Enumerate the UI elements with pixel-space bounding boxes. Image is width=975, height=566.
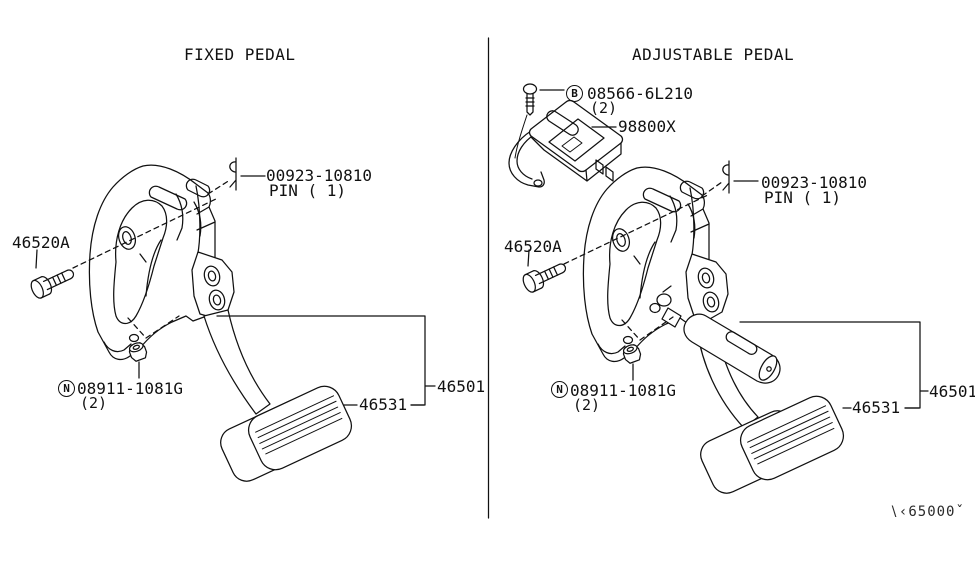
part-label-module-adjustable[interactable]: 98800X	[618, 117, 676, 136]
part-label-nut-adjustable[interactable]: 08911-1081G	[570, 381, 676, 400]
part-label-assembly-fixed[interactable]: 46501	[437, 377, 486, 396]
qty-nut-fixed: (2)	[80, 394, 108, 412]
fixed-pedal-drawing	[28, 157, 436, 482]
part-label-pad-fixed[interactable]: 46531	[359, 395, 408, 414]
part-name-pin-fixed: PIN ( 1)	[269, 181, 347, 200]
nut-prefix-circle-fixed[interactable]: N	[58, 380, 75, 397]
part-label-bolt-adjustable[interactable]: 46520A	[504, 237, 562, 256]
part-label-nut-fixed[interactable]: 08911-1081G	[77, 379, 183, 398]
part-name-pin-adjustable: PIN ( 1)	[764, 188, 842, 207]
fixed-pedal-title: FIXED PEDAL	[184, 45, 296, 64]
part-label-screw-adjustable[interactable]: 08566-6L210	[587, 84, 693, 103]
part-label-pad-adjustable[interactable]: 46531	[852, 398, 901, 417]
figure-code: ∖‹65000ˇ	[889, 504, 965, 520]
part-label-assembly-adjustable[interactable]: 46501	[929, 382, 975, 401]
screw-prefix-circle-adjustable[interactable]: B	[566, 85, 583, 102]
qty-screw-adjustable: (2)	[590, 99, 618, 117]
qty-nut-adjustable: (2)	[573, 396, 601, 414]
part-label-bolt-fixed[interactable]: 46520A	[12, 233, 70, 252]
adjustable-pedal-title: ADJUSTABLE PEDAL	[632, 45, 795, 64]
adjustable-pedal-drawing	[508, 83, 929, 494]
part-label-pin-fixed[interactable]: 00923-10810	[266, 166, 372, 185]
part-label-pin-adjustable[interactable]: 00923-10810	[761, 173, 867, 192]
nut-prefix-circle-adjustable[interactable]: N	[551, 381, 568, 398]
